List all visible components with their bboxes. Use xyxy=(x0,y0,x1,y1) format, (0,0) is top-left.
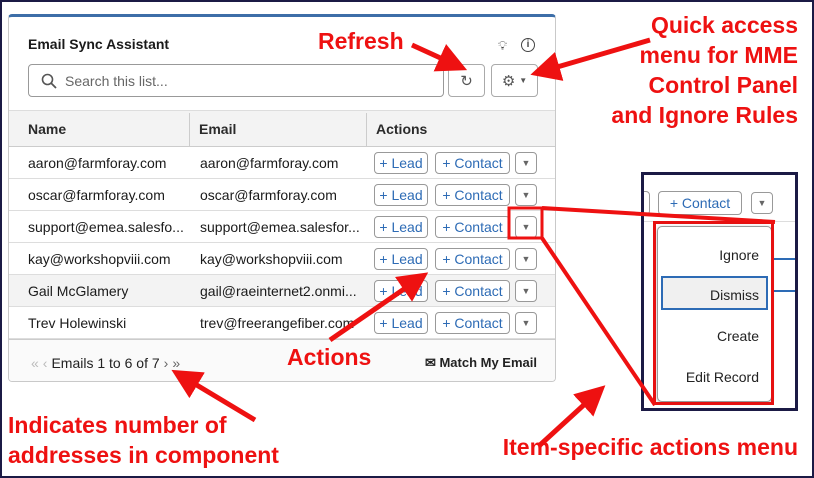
table-row: Gail McGlamery gail@raeinternet2.onmi...… xyxy=(9,275,555,307)
menu-item-edit-record[interactable]: Edit Record xyxy=(685,369,759,385)
row-email: oscar@farmforay.com xyxy=(200,187,337,203)
table-row: Trev Holewinski trev@freerangefiber.com … xyxy=(9,307,555,339)
pagination: « ‹ Emails 1 to 6 of 7 › » xyxy=(31,355,180,371)
add-contact-button[interactable]: + Contact xyxy=(435,248,510,270)
add-lead-button[interactable]: + Lead xyxy=(374,152,428,174)
table-row: aaron@farmforay.com aaron@farmforay.com … xyxy=(9,147,555,179)
chevron-down-icon: ▼ xyxy=(519,76,528,85)
row-name: oscar@farmforay.com xyxy=(28,187,165,203)
email-sync-assistant-panel: Email Sync Assistant 💡︎ i Search this li… xyxy=(8,14,556,382)
column-header-email[interactable]: Email xyxy=(199,121,237,137)
chevron-down-icon: ▼ xyxy=(521,222,531,232)
gear-icon: ⚙ xyxy=(501,72,516,90)
prev-page-icon[interactable]: ‹ xyxy=(42,355,48,371)
last-page-icon[interactable]: » xyxy=(172,355,181,371)
add-lead-button[interactable]: + Lead xyxy=(374,312,428,334)
search-icon xyxy=(41,73,57,89)
chevron-down-icon: ▼ xyxy=(521,318,531,328)
row-actions-dropdown[interactable]: ▼ xyxy=(515,184,537,206)
first-page-icon[interactable]: « xyxy=(31,355,39,371)
row-name: kay@workshopviii.com xyxy=(28,251,171,267)
annotation-item-menu: Item-specific actions menu xyxy=(502,434,798,460)
table-row: oscar@farmforay.com oscar@farmforay.com … xyxy=(9,179,555,211)
refresh-icon: ↻ xyxy=(460,72,473,90)
search-placeholder: Search this list... xyxy=(65,72,168,89)
row-actions-dropdown[interactable]: ▼ xyxy=(515,152,537,174)
menu-item-create[interactable]: Create xyxy=(716,328,759,344)
chevron-down-icon: ▼ xyxy=(521,190,531,200)
row-email: aaron@farmforay.com xyxy=(200,155,339,171)
table-row: kay@workshopviii.com kay@workshopviii.co… xyxy=(9,243,555,275)
row-email: gail@raeinternet2.onmi... xyxy=(200,283,357,299)
refresh-button[interactable]: ↻ xyxy=(448,64,485,97)
table-header: Name Email Actions xyxy=(9,110,555,147)
row-actions-dropdown[interactable]: ▼ xyxy=(515,216,537,238)
add-lead-button[interactable]: + Lead xyxy=(374,248,428,270)
chevron-down-icon: ▼ xyxy=(521,158,531,168)
info-icon[interactable]: i xyxy=(521,38,535,52)
menu-highlight-box xyxy=(653,221,774,405)
row-name: Gail McGlamery xyxy=(28,283,129,299)
envelope-icon: ✉ xyxy=(424,355,436,370)
annotation-refresh: Refresh xyxy=(318,28,404,54)
menu-item-dismiss[interactable]: Dismiss xyxy=(710,287,759,303)
row-actions-dropdown[interactable]: ▼ xyxy=(515,248,537,270)
chevron-down-icon: ▼ xyxy=(521,254,531,264)
add-contact-button[interactable]: + Contact xyxy=(435,216,510,238)
pagination-text: Emails 1 to 6 of 7 xyxy=(51,355,160,371)
next-page-icon[interactable]: › xyxy=(163,355,169,371)
add-lead-button[interactable]: + Lead xyxy=(374,216,428,238)
row-email: trev@freerangefiber.com xyxy=(200,315,355,331)
settings-menu-button[interactable]: ⚙▼ xyxy=(491,64,538,97)
table-footer: « ‹ Emails 1 to 6 of 7 › » ✉ Match My Em… xyxy=(9,339,555,381)
menu-item-ignore[interactable]: Ignore xyxy=(719,247,759,263)
inset-row-dropdown[interactable]: ▼ xyxy=(751,192,773,214)
add-lead-button[interactable]: + Lead xyxy=(374,184,428,206)
table-row: support@emea.salesfo... support@emea.sal… xyxy=(9,211,555,243)
row-actions-dropdown[interactable]: ▼ xyxy=(515,312,537,334)
lightbulb-icon[interactable]: 💡︎ xyxy=(498,38,508,53)
row-name: Trev Holewinski xyxy=(28,315,127,331)
match-label: Match My Email xyxy=(439,355,537,370)
search-input[interactable]: Search this list... xyxy=(28,64,444,97)
add-contact-button[interactable]: + Contact xyxy=(435,280,510,302)
row-name: aaron@farmforay.com xyxy=(28,155,167,171)
row-name: support@emea.salesfo... xyxy=(28,219,184,235)
add-contact-button[interactable]: + Contact xyxy=(435,312,510,334)
annotation-actions: Actions xyxy=(287,344,372,370)
component-title: Email Sync Assistant xyxy=(28,36,170,52)
add-contact-button[interactable]: + Contact xyxy=(435,184,510,206)
row-actions-dropdown[interactable]: ▼ xyxy=(515,280,537,302)
row-email: support@emea.salesfor... xyxy=(200,219,360,235)
row-email: kay@workshopviii.com xyxy=(200,251,343,267)
column-header-name[interactable]: Name xyxy=(28,121,67,137)
column-header-actions: Actions xyxy=(376,121,428,137)
add-contact-button[interactable]: + Contact xyxy=(435,152,510,174)
match-my-email-button[interactable]: ✉ Match My Email xyxy=(425,355,537,371)
chevron-down-icon: ▼ xyxy=(521,286,531,296)
add-lead-button[interactable]: + Lead xyxy=(374,280,428,302)
inset-contact-button[interactable]: + Contact xyxy=(658,191,742,215)
